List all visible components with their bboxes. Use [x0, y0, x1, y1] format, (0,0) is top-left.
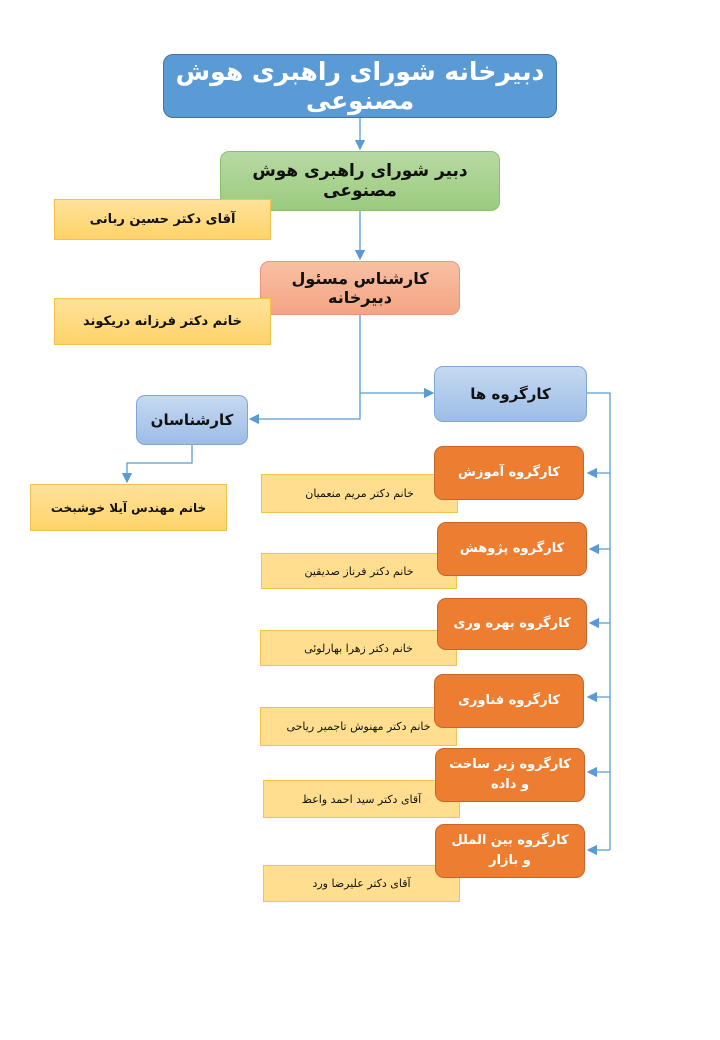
- workgroup-research: کارگروه پژوهش: [437, 522, 587, 576]
- workgroup-person: خانم دکتر زهرا بهارلوئی: [260, 630, 457, 666]
- workgroup-person: خانم دکتر مریم منعمیان: [261, 474, 458, 513]
- officer-role-box: کارشناس مسئول دبیرخانه: [260, 261, 460, 315]
- workgroup-international-market: کارگروه بین الملل و بازار: [435, 824, 585, 878]
- workgroup-person: آقای دکتر علیرضا ورد: [263, 865, 460, 902]
- secretariat-title: دبیرخانه شورای راهبری هوش مصنوعی: [163, 54, 557, 118]
- workgroup-person: آقای دکتر سید احمد واعظ: [263, 780, 460, 818]
- workgroup-productivity: کارگروه بهره وری: [437, 598, 587, 650]
- workgroup-infrastructure-data: کارگروه زیر ساخت و داده: [435, 748, 585, 802]
- workgroup-person: خانم دکتر مهنوش تاجمیر ریاحی: [260, 707, 457, 746]
- experts-box: کارشناسان: [136, 395, 248, 445]
- workgroups-box: کارگروه ها: [434, 366, 587, 422]
- secretary-person: آقای دکتر حسین ربانی: [54, 199, 271, 240]
- experts-person: خانم مهندس آیلا خوشبخت: [30, 484, 227, 531]
- workgroup-technology: کارگروه فناوری: [434, 674, 584, 728]
- workgroup-education: کارگروه آموزش: [434, 446, 584, 500]
- officer-person: خانم دکتر فرزانه دریکوند: [54, 298, 271, 345]
- workgroup-person: خانم دکتر فرناز صدیقین: [261, 553, 457, 589]
